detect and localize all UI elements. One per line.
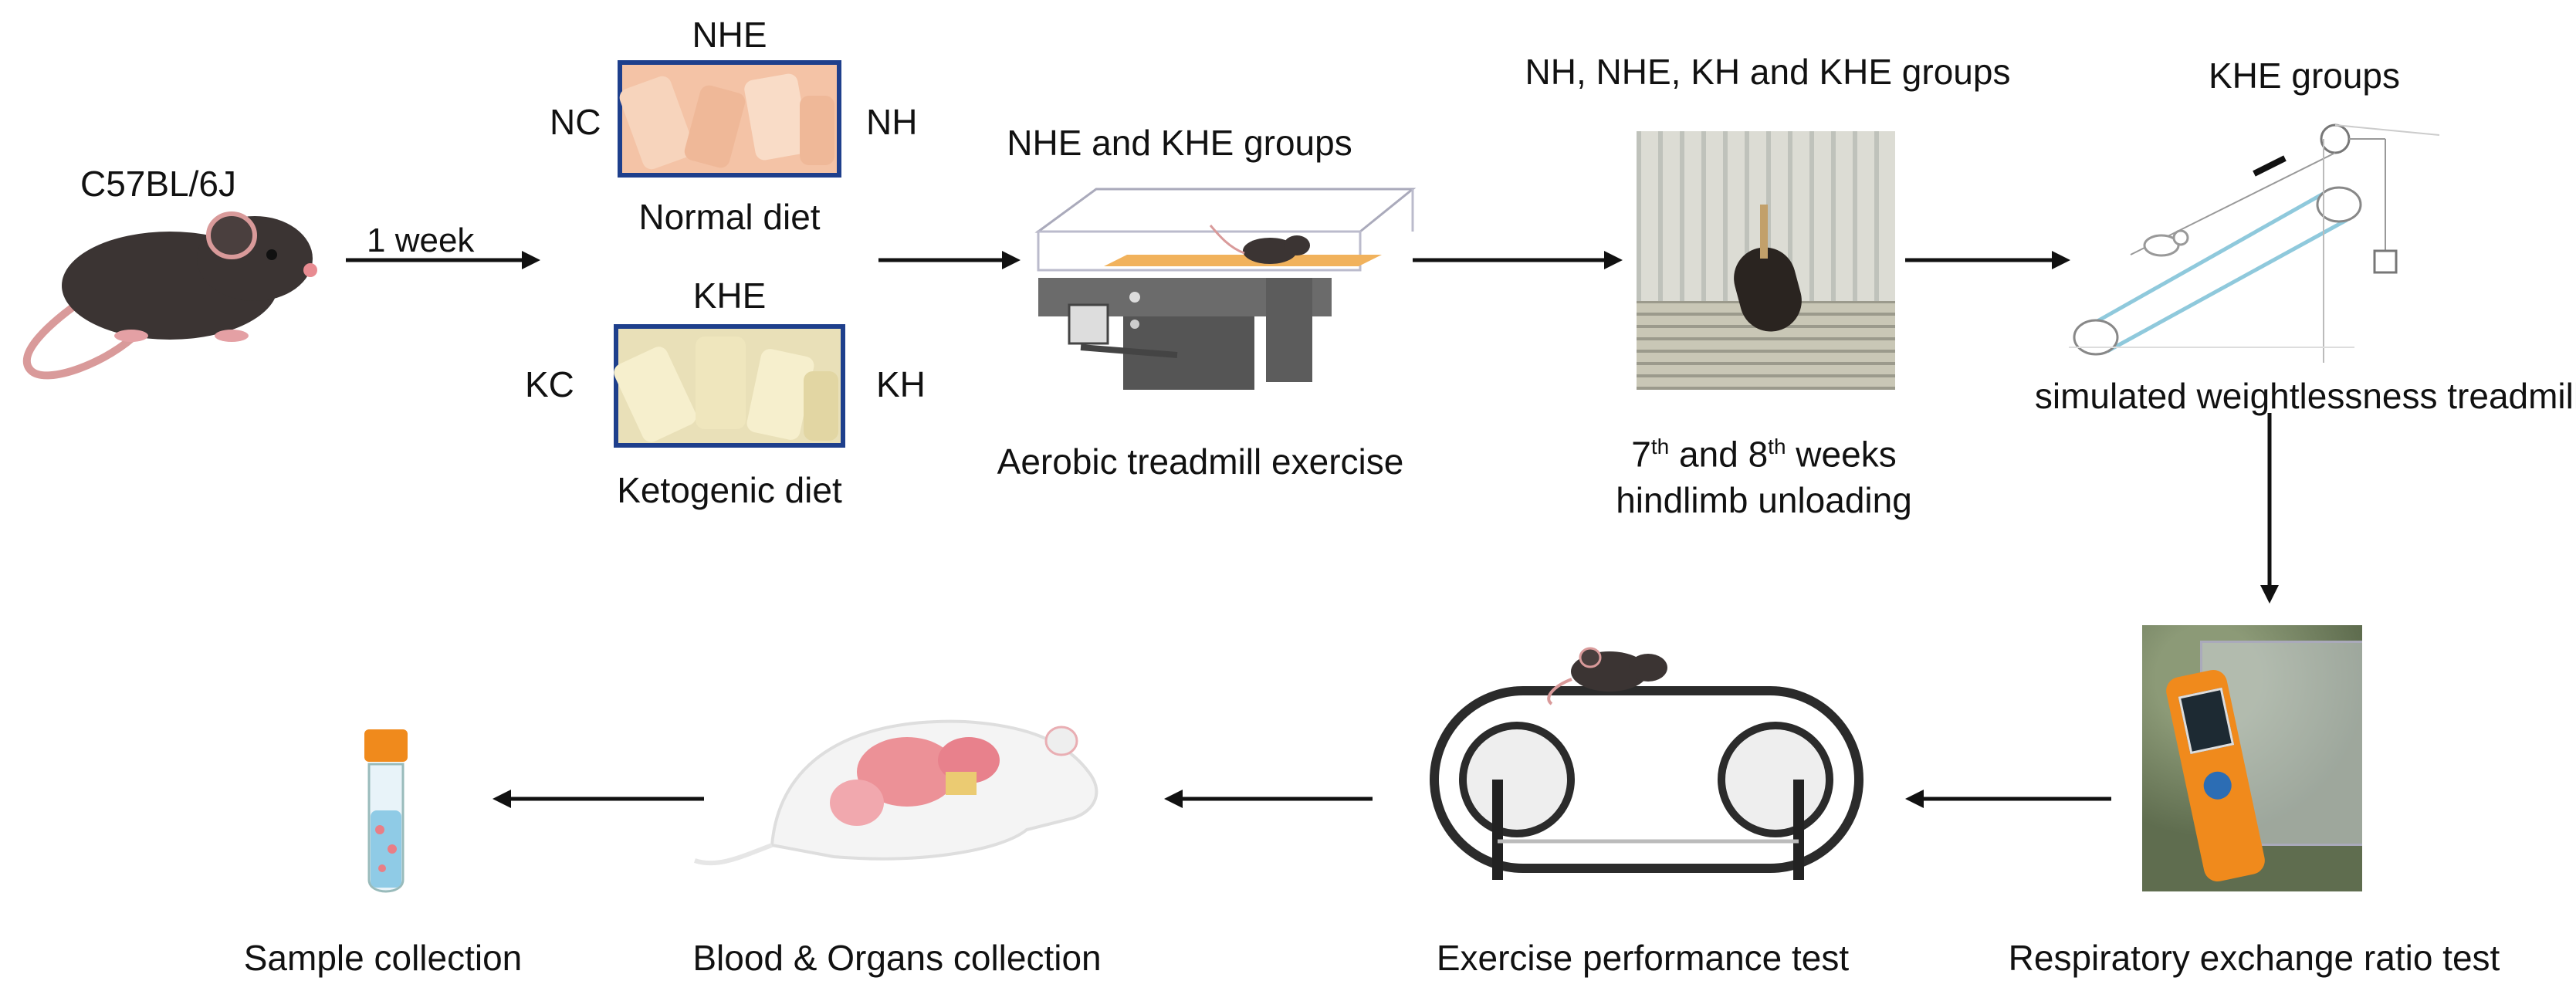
unloading-groups: NH, NHE, KH and KHE groups <box>1525 52 2011 92</box>
aerobic-treadmill-icon <box>1034 188 1417 390</box>
aerobic-caption: Aerobic treadmill exercise <box>997 441 1404 482</box>
arrow-to-unloading <box>1413 251 1623 269</box>
normal-diet-photo <box>618 60 841 178</box>
keto-right-label: KH <box>876 364 926 404</box>
hindlimb-unloading-photo <box>1637 131 1895 390</box>
keto-caption: Ketogenic diet <box>617 470 842 510</box>
arrow-exercise-to-organs <box>1164 790 1373 808</box>
keto-diet-photo <box>614 324 845 448</box>
exercise-caption: Exercise performance test <box>1436 938 1850 978</box>
arrow-to-aerobic <box>878 251 1021 269</box>
normal-left-label: NC <box>550 102 601 142</box>
organs-mouse-icon <box>694 719 1098 866</box>
arrow-down <box>2260 413 2279 604</box>
rer-device-photo <box>2142 625 2362 891</box>
exercise-treadmill-icon <box>1430 647 1863 880</box>
arrow-to-weightless <box>1905 251 2070 269</box>
organs-caption: Blood & Organs collection <box>692 938 1102 978</box>
keto-left-label: KC <box>525 364 574 404</box>
weightless-caption: simulated weightlessness treadmill <box>2034 376 2576 416</box>
aerobic-groups: NHE and KHE groups <box>1007 123 1352 163</box>
sup-th-1: th <box>1650 435 1670 458</box>
arrow-organs-to-sample <box>493 790 704 808</box>
normal-right-label: NH <box>866 102 918 142</box>
week-label: 1 week <box>367 222 475 259</box>
normal-caption: Normal diet <box>638 197 821 237</box>
unloading-weeks: 7th and 8th weeks <box>1631 436 1896 472</box>
weightless-groups: KHE groups <box>2208 56 2401 96</box>
weightless-treadmill-icon <box>2069 123 2440 363</box>
and-eight: and 8 <box>1669 434 1769 475</box>
normal-top-label: NHE <box>692 15 767 55</box>
strain-label: C57BL/6J <box>80 164 237 204</box>
sample-caption: Sample collection <box>243 938 523 978</box>
keto-top-label: KHE <box>692 276 767 316</box>
weeks-word: weeks <box>1786 434 1897 475</box>
week-seven: 7 <box>1631 434 1651 475</box>
rer-caption: Respiratory exchange ratio test <box>2008 938 2500 978</box>
unloading-caption: hindlimb unloading <box>1616 480 1912 520</box>
sup-th-2: th <box>1768 435 1786 458</box>
arrow-rer-to-exercise <box>1905 790 2111 808</box>
mouse-icon <box>22 211 317 380</box>
arrow-week <box>346 251 540 269</box>
sample-tube-icon <box>364 729 408 893</box>
